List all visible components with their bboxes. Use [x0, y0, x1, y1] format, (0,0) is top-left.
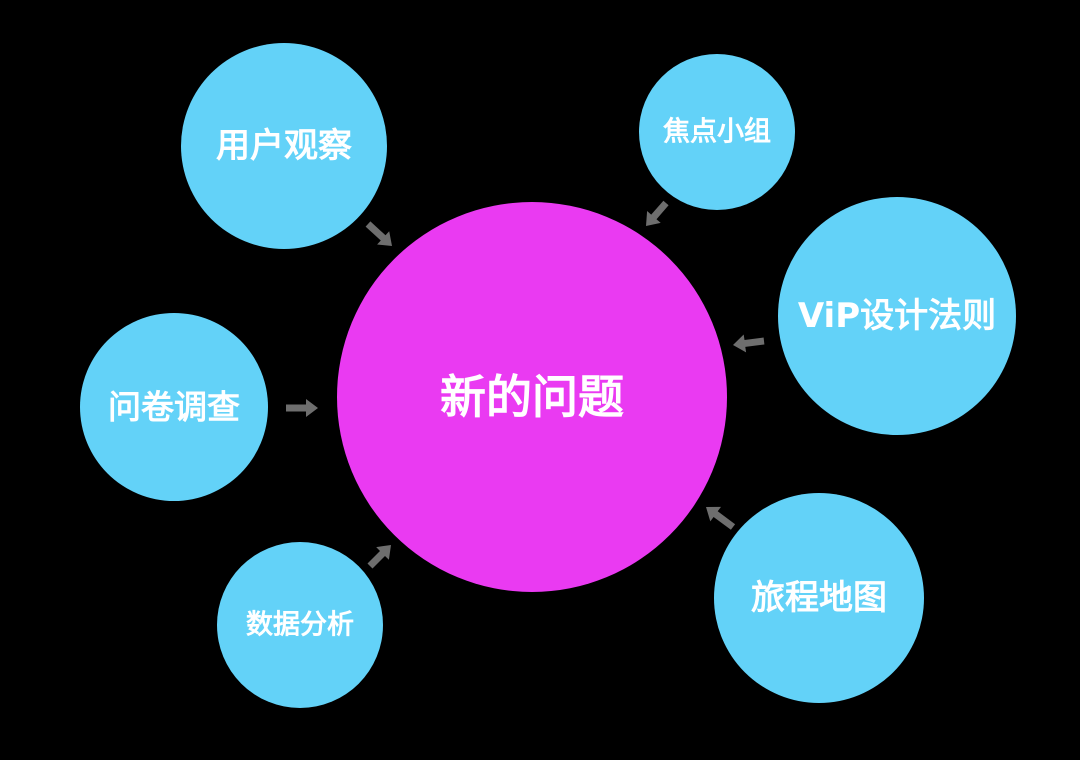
node-questionnaire-circle [80, 313, 268, 501]
node-journey-map: 旅程地图 [714, 493, 924, 703]
center-node: 新的问题 [337, 202, 727, 592]
node-questionnaire-label: 问卷调查 [108, 388, 240, 427]
node-journey-map-label: 旅程地图 [751, 578, 887, 618]
arrow-journey-map-icon [706, 506, 736, 530]
node-user-observation: 用户观察 [181, 43, 387, 249]
node-data-analysis-circle [217, 542, 383, 708]
node-focus-group: 焦点小组 [639, 54, 795, 210]
arrow-questionnaire-icon [286, 399, 318, 417]
arrow-vip-design-rules-icon [733, 334, 765, 353]
node-focus-group-label: 焦点小组 [663, 116, 771, 148]
node-focus-group-circle [639, 54, 795, 210]
center-node-label: 新的问题 [440, 370, 624, 424]
node-vip-design-rules: ViP设计法则 [778, 197, 1016, 435]
node-data-analysis-label: 数据分析 [246, 610, 354, 641]
node-data-analysis: 数据分析 [217, 542, 383, 708]
node-user-observation-circle [181, 43, 387, 249]
node-vip-design-rules-label: ViP设计法则 [798, 296, 996, 336]
node-vip-design-rules-circle [778, 197, 1016, 435]
node-questionnaire: 问卷调查 [80, 313, 268, 501]
arrows-layer [286, 200, 765, 569]
node-journey-map-circle [714, 493, 924, 703]
node-user-observation-label: 用户观察 [216, 126, 352, 166]
center-node-circle [337, 202, 727, 592]
arrow-data-analysis-icon [367, 545, 391, 569]
arrow-focus-group-icon [646, 200, 669, 226]
arrow-user-observation-icon [365, 221, 392, 246]
